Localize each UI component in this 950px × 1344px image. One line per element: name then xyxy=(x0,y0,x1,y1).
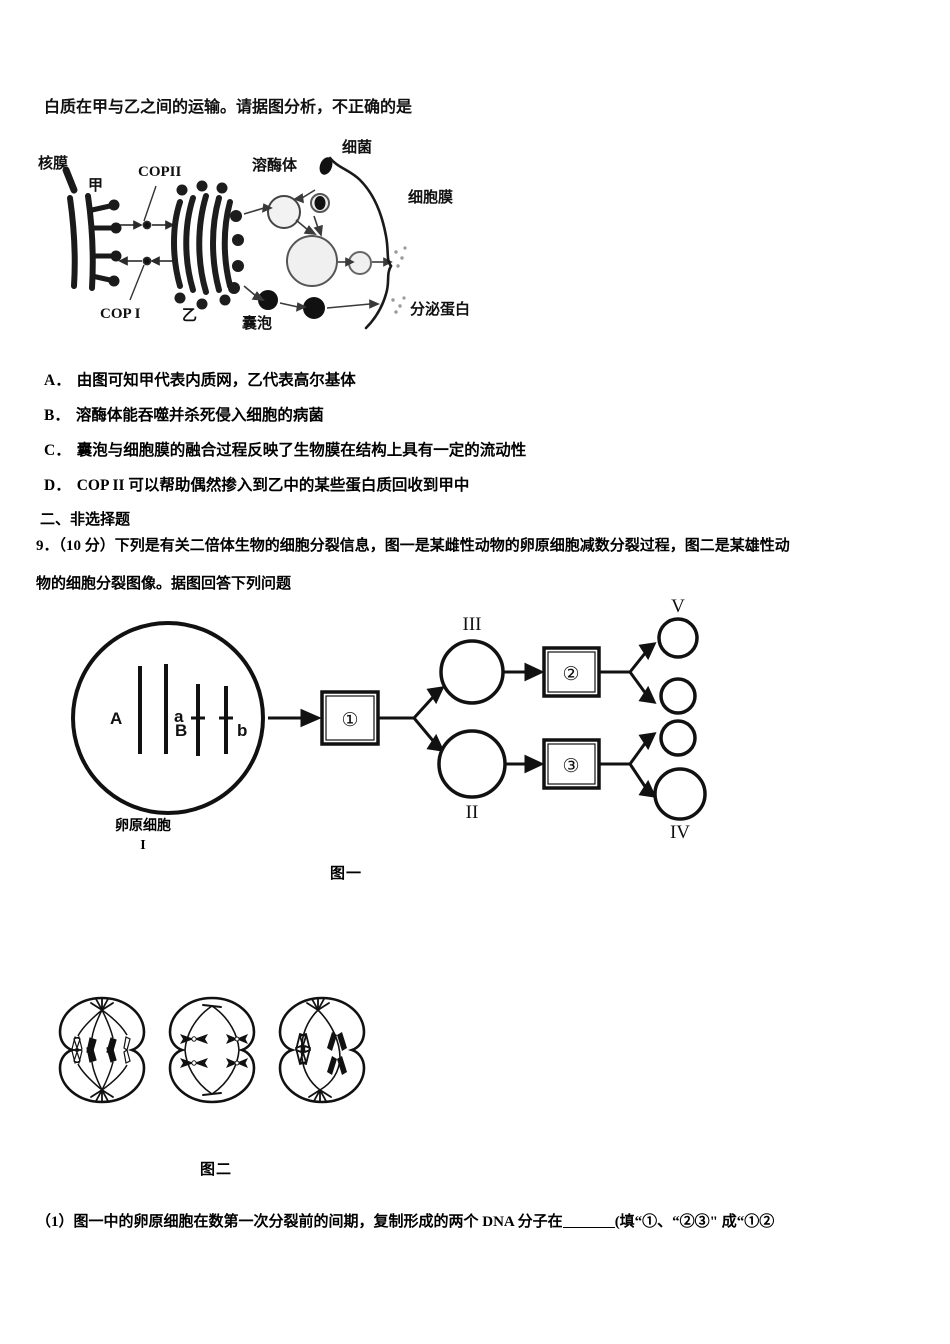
cell-II xyxy=(437,729,507,799)
sub-question-1: （1）图一中的卵原细胞在数第一次分裂前的间期，复制形成的两个 DNA 分子在 (填… xyxy=(36,1210,774,1231)
organelle-transport-figure: 核膜 甲 COPII COP I 乙 溶酶体 细菌 细胞膜 囊泡 分泌蛋白 xyxy=(30,128,500,343)
figure-one-caption: 图一 xyxy=(330,866,363,882)
figure-two-caption: 图二 xyxy=(200,1162,233,1178)
numeral-II: II xyxy=(466,802,479,823)
figure-one-meiosis-flow: A a B b ① xyxy=(30,596,730,896)
oogonium-numeral: I xyxy=(140,837,146,853)
option-b-mark: B． xyxy=(44,407,70,424)
option-d-mark: D． xyxy=(44,477,71,494)
option-c-mark: C． xyxy=(44,442,71,459)
numeral-IV: IV xyxy=(670,822,690,843)
option-a-text: 由图可知甲代表内质网，乙代表高尔基体 xyxy=(76,372,356,389)
chromosome-label-a: a xyxy=(174,707,184,726)
division-cell-3 xyxy=(278,996,366,1104)
polar-body-upper xyxy=(659,677,697,715)
sub-question-1-after: (填“①、“②③" 成“①② xyxy=(614,1214,775,1230)
label-vesicle: 囊泡 xyxy=(241,314,272,332)
sub-question-1-before: （1）图一中的卵原细胞在数第一次分裂前的间期，复制形成的两个 DNA 分子在 xyxy=(36,1214,563,1230)
process-box-1-label: ① xyxy=(341,710,358,731)
cell-IV xyxy=(653,767,707,821)
polar-body-lower xyxy=(659,719,697,757)
option-a-mark: A． xyxy=(44,372,71,389)
cell-V xyxy=(657,617,699,659)
option-b[interactable]: B． 溶酶体能吞噬并杀死侵入细胞的病菌 xyxy=(44,403,324,425)
division-cell-1 xyxy=(58,996,146,1104)
division-cell-2 xyxy=(168,996,256,1104)
option-b-text: 溶酶体能吞噬并杀死侵入细胞的病菌 xyxy=(75,407,324,424)
option-c[interactable]: C． 囊泡与细胞膜的融合过程反映了生物膜在结构上具有一定的流动性 xyxy=(44,438,526,460)
figure-two-division-images xyxy=(48,988,388,1168)
chromosome-label-B: B xyxy=(175,721,187,740)
process-box-3-label: ③ xyxy=(562,756,579,777)
section-heading: 二、非选择题 xyxy=(40,512,131,528)
label-nuclear-membrane: 核膜 xyxy=(38,154,68,172)
answer-blank[interactable] xyxy=(562,1214,615,1228)
process-box-1 xyxy=(320,690,380,746)
label-secretory-protein: 分泌蛋白 xyxy=(410,300,470,318)
numeral-III: III xyxy=(463,614,482,635)
label-er: 甲 xyxy=(88,177,103,194)
question9-line1: 9．（10 分）下列是有关二倍体生物的细胞分裂信息，图一是某雌性动物的卵原细胞减… xyxy=(36,538,790,554)
cell-III xyxy=(439,639,505,705)
process-box-2-label: ② xyxy=(562,664,579,685)
label-golgi: 乙 xyxy=(182,307,197,324)
label-copi: COP I xyxy=(100,306,141,322)
chromosome-label-b: b xyxy=(237,721,247,740)
label-copii: COPII xyxy=(138,164,182,180)
option-c-text: 囊泡与细胞膜的融合过程反映了生物膜在结构上具有一定的流动性 xyxy=(76,442,527,459)
oogonium-caption-text: 卵原细胞 xyxy=(115,819,171,834)
chromosome-label-A: A xyxy=(110,709,122,728)
option-d[interactable]: D． COP II 可以帮助偶然掺入到乙中的某些蛋白质回收到甲中 xyxy=(44,473,469,495)
numeral-V: V xyxy=(671,596,685,617)
option-a[interactable]: A． 由图可知甲代表内质网，乙代表高尔基体 xyxy=(44,368,356,390)
question9-line2: 物的细胞分裂图像。据图回答下列问题 xyxy=(36,576,292,592)
oogonium-caption: 卵原细胞 I xyxy=(88,818,198,856)
label-cell-membrane: 细胞膜 xyxy=(408,188,453,206)
label-lysosome: 溶酶体 xyxy=(252,156,298,174)
label-bacterium: 细菌 xyxy=(342,138,372,156)
question8-stem: 白质在甲与乙之间的运输。请据图分析，不正确的是 xyxy=(44,99,413,116)
option-d-text: COP II 可以帮助偶然掺入到乙中的某些蛋白质回收到甲中 xyxy=(76,477,470,494)
